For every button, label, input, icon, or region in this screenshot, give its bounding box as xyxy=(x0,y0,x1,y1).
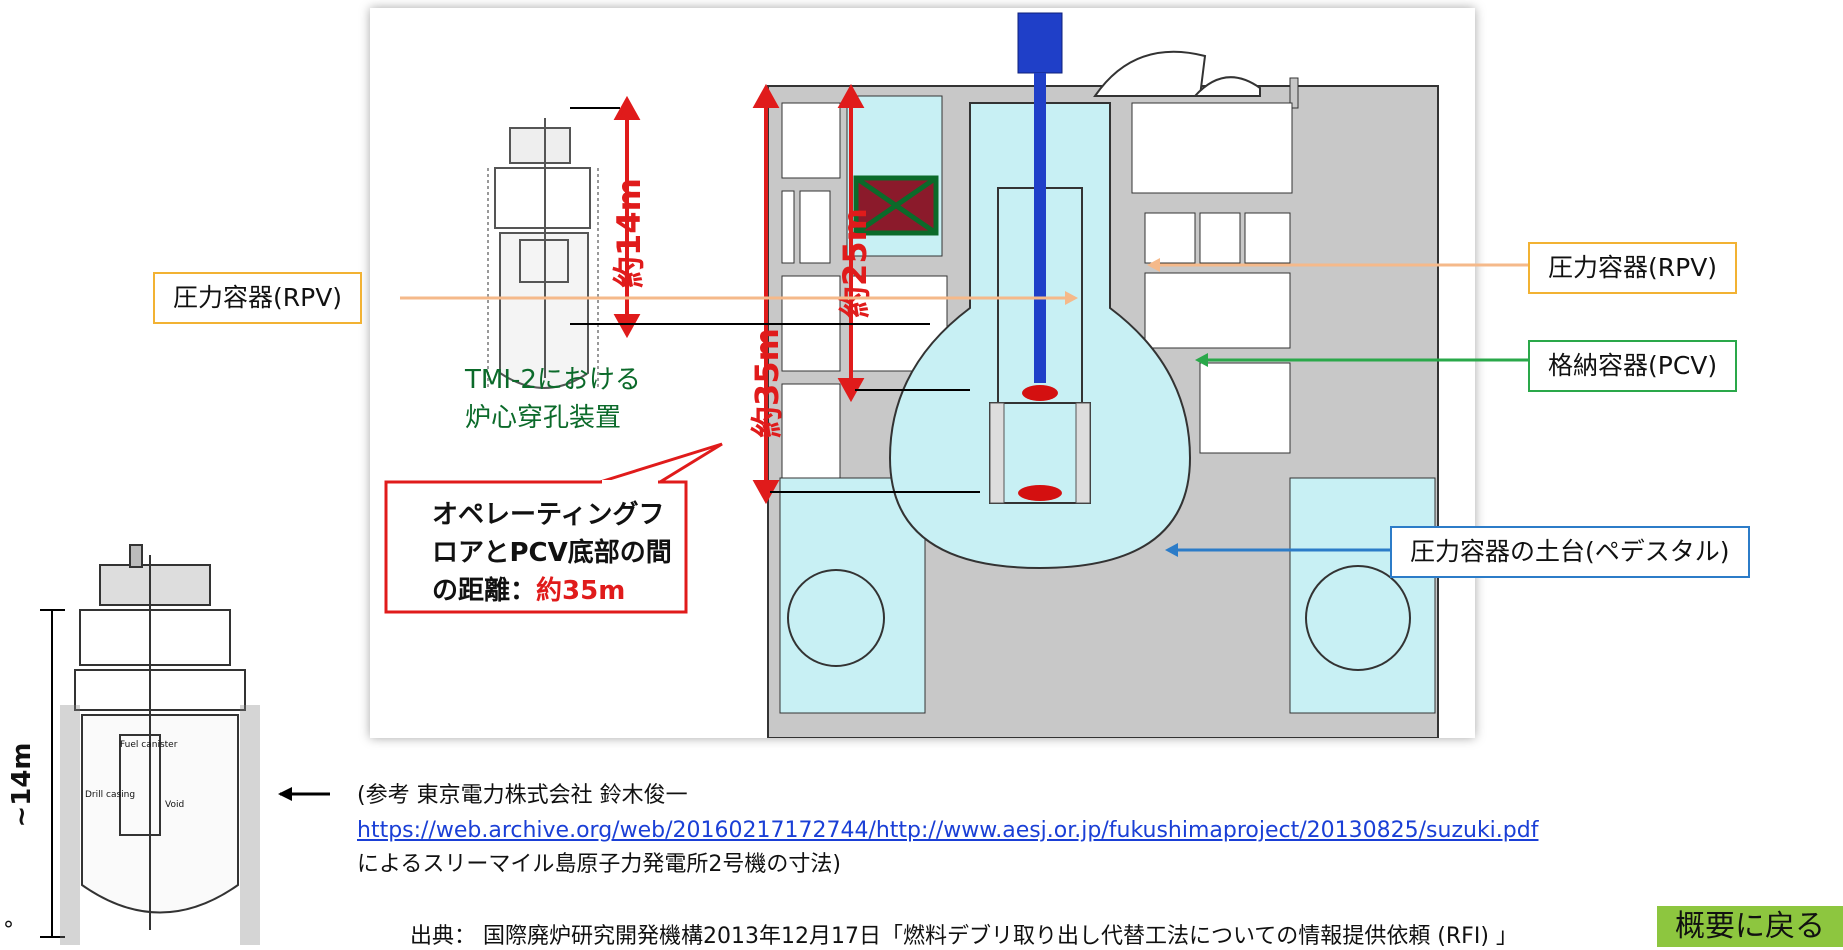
reactor-building-diagram: 約14m 約25m 約35m TMI-2における 炉心穿孔装置 オペレーティング… xyxy=(370,8,1475,738)
blue-drill xyxy=(1017,12,1063,383)
callout-rpv-right: 圧力容器(RPV) xyxy=(1528,242,1738,294)
svg-text:オペレーティングフ: オペレーティングフ xyxy=(432,500,664,530)
reference-line3: によるスリーマイル島原子力発電所2号機の寸法) xyxy=(357,852,841,877)
source-citation: 出典： 国際廃炉研究開発機構2013年12月17日「燃料デブリ取り出し代替工法に… xyxy=(410,924,1518,949)
op-floor-note: オペレーティングフ ロアとPCV底部の間 の距離：約35m xyxy=(384,442,723,614)
dim-35m: 約35m xyxy=(748,328,786,438)
tmi2-drill-drawing xyxy=(487,118,599,389)
svg-text:ロアとPCV底部の間: ロアとPCV底部の間 xyxy=(432,537,672,568)
tmi2-vessel-drawing: ~14m Fuel canister Drill casing Void xyxy=(7,544,260,945)
mini-dim-14m: ~14m xyxy=(7,742,37,827)
mini-label-void: Void xyxy=(165,800,184,810)
reference-line1: (参考 東京電力株式会社 鈴木俊一 xyxy=(357,783,688,808)
callout-pedestal: 圧力容器の土台(ペデスタル) xyxy=(1390,526,1750,578)
debris-pedestal xyxy=(1018,485,1062,501)
dim-14m: 約14m xyxy=(610,178,648,288)
mini-label-fuel: Fuel canister xyxy=(120,740,178,750)
callout-pcv: 格納容器(PCV) xyxy=(1528,340,1738,392)
reference-link[interactable]: https://web.archive.org/web/201602171727… xyxy=(357,818,1539,843)
green-frame xyxy=(853,175,939,236)
mini-label-drill: Drill casing xyxy=(85,790,135,800)
tmi-label-line1: TMI-2における xyxy=(464,365,641,395)
callout-rpv-left: 圧力容器(RPV) xyxy=(153,272,363,324)
tmi-label-line2: 炉心穿孔装置 xyxy=(465,403,621,433)
bullet-marker: ° xyxy=(3,918,14,943)
reference-link-wrapper: https://web.archive.org/web/201602171727… xyxy=(357,814,1538,848)
back-to-overview-button[interactable]: 概要に戻る xyxy=(1657,906,1843,947)
svg-text:の距離：約35m: の距離：約35m xyxy=(432,575,625,606)
dim-25m: 約25m xyxy=(836,208,874,318)
dimension-arrows xyxy=(613,83,865,505)
debris-rpv xyxy=(1022,385,1058,401)
